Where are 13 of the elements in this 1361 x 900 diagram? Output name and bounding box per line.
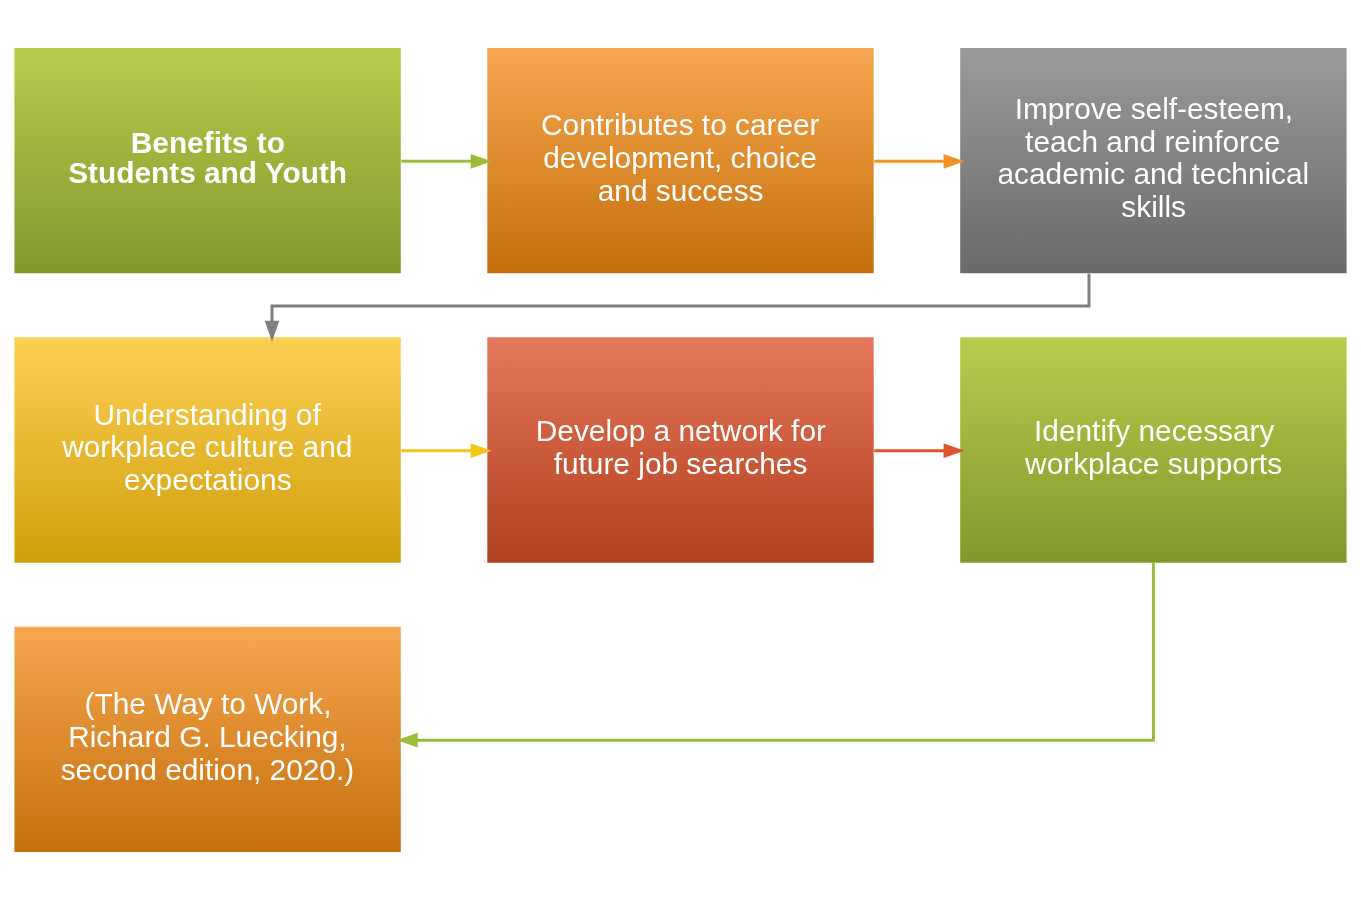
arrow: [401, 443, 492, 459]
arrow: [401, 154, 492, 169]
node-box: (The Way to Work, Richard G. Luecking, second edition, 2020.): [14, 626, 401, 853]
node-box: Identify necessary workplace supports: [960, 337, 1347, 563]
node-box: Benefits to Students and Youth: [14, 47, 401, 274]
node-box: Contributes to career development, choice and success: [487, 47, 874, 274]
node-box: Develop a network for future job searches: [487, 337, 874, 563]
arrow: [396, 563, 1155, 748]
arrow: [874, 443, 965, 459]
arrow: [264, 273, 1091, 342]
node-box: Improve self-esteem, teach and reinforce academic and technical skills: [960, 47, 1347, 274]
node-box: Understanding of workplace culture and expectations: [14, 337, 401, 563]
arrow: [874, 154, 965, 169]
